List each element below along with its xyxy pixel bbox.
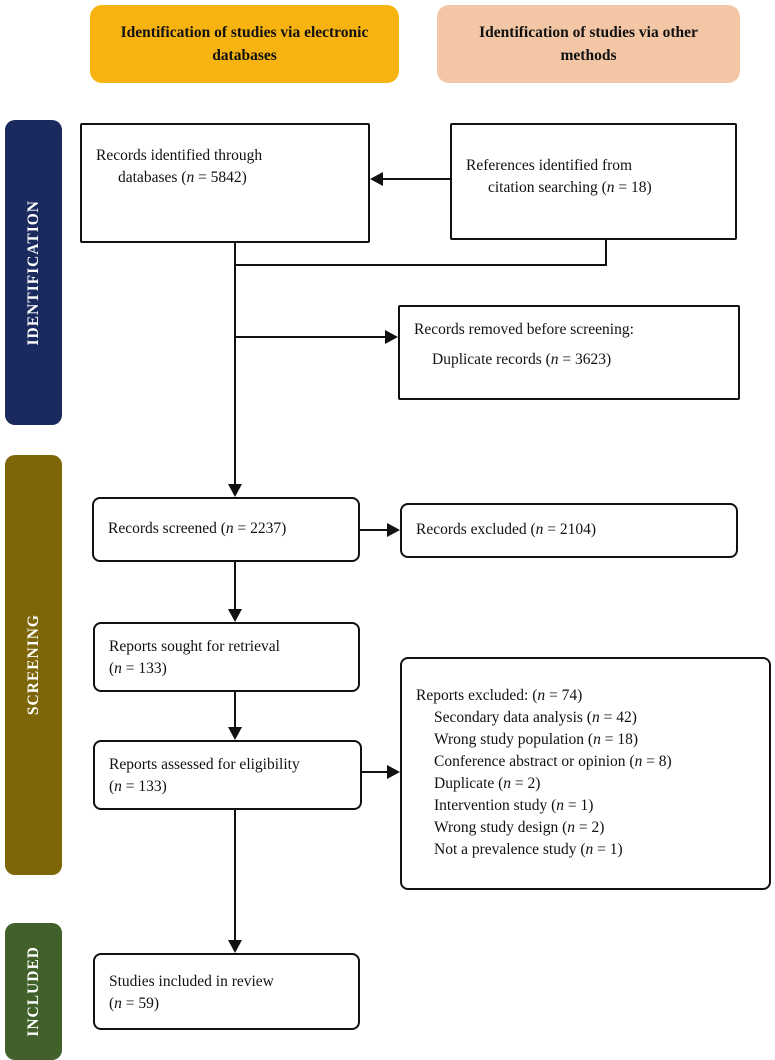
references-citation-line2: citation searching (n = 18)	[488, 179, 652, 197]
reports-sought-line1: Reports sought for retrieval	[109, 638, 280, 655]
records-screened-text: Records screened (n = 2237)	[108, 520, 287, 538]
arrowhead-down	[228, 609, 242, 622]
connector-line	[234, 810, 236, 941]
reports-excluded-item: Not a prevalence study (n = 1)	[434, 841, 623, 858]
stage-label-screening: SCREENING	[24, 614, 42, 716]
stage-bar-screening: SCREENING	[5, 455, 62, 875]
stage-label-included: INCLUDED	[24, 946, 42, 1037]
connector-line	[235, 336, 387, 338]
column-header-electronic-databases: Identification of studies via electronic…	[90, 5, 399, 83]
arrowhead-down	[228, 727, 242, 740]
connector-line	[234, 264, 607, 266]
box-records-identified: Records identified through databases (n …	[80, 123, 370, 243]
box-reports-sought: Reports sought for retrieval (n = 133)	[93, 622, 360, 692]
arrowhead-right	[387, 765, 400, 779]
arrowhead-down	[228, 940, 242, 953]
arrowhead-right	[387, 523, 400, 537]
box-studies-included: Studies included in review (n = 59)	[93, 953, 360, 1030]
records-identified-line2: databases (n = 5842)	[118, 169, 247, 187]
reports-excluded-item: Wrong study design (n = 2)	[434, 819, 605, 836]
connector-line	[381, 178, 450, 180]
reports-excluded-item: Wrong study population (n = 18)	[434, 731, 639, 748]
stage-bar-identification: IDENTIFICATION	[5, 120, 62, 425]
references-citation-line1: References identified from	[466, 157, 633, 174]
arrowhead-right	[385, 330, 398, 344]
connector-line	[234, 692, 236, 728]
column-header-other-methods: Identification of studies via other meth…	[437, 5, 740, 83]
reports-assessed-line2: (n = 133)	[109, 778, 167, 796]
reports-excluded-item: Duplicate (n = 2)	[434, 775, 541, 792]
box-records-removed: Records removed before screening: Duplic…	[398, 305, 740, 400]
reports-excluded-item: Secondary data analysis (n = 42)	[434, 709, 637, 726]
records-removed-line1: Records removed before screening:	[414, 321, 634, 338]
reports-excluded-item: Conference abstract or opinion (n = 8)	[434, 753, 672, 770]
connector-line	[234, 243, 236, 485]
reports-sought-line2: (n = 133)	[109, 660, 167, 678]
stage-label-identification: IDENTIFICATION	[24, 199, 42, 346]
connector-line	[360, 529, 388, 531]
box-reports-assessed: Reports assessed for eligibility (n = 13…	[93, 740, 362, 810]
reports-assessed-line1: Reports assessed for eligibility	[109, 756, 300, 773]
records-excluded-text: Records excluded (n = 2104)	[416, 521, 597, 539]
studies-included-line2: (n = 59)	[109, 995, 160, 1013]
studies-included-line1: Studies included in review	[109, 973, 274, 990]
box-records-screened: Records screened (n = 2237)	[92, 497, 360, 562]
box-records-excluded: Records excluded (n = 2104)	[400, 503, 738, 558]
arrowhead-left	[370, 172, 383, 186]
box-references-citation: References identified from citation sear…	[450, 123, 737, 240]
connector-line	[605, 240, 607, 266]
reports-excluded-item: Intervention study (n = 1)	[434, 797, 594, 814]
arrowhead-down	[228, 484, 242, 497]
records-removed-line2: Duplicate records (n = 3623)	[432, 351, 612, 369]
connector-line	[362, 771, 388, 773]
stage-bar-included: INCLUDED	[5, 923, 62, 1060]
connector-line	[234, 562, 236, 610]
box-reports-excluded: Reports excluded: (n = 74) Secondary dat…	[400, 657, 771, 890]
reports-excluded-title: Reports excluded: (n = 74)	[416, 687, 583, 704]
records-identified-line1: Records identified through	[96, 147, 263, 164]
